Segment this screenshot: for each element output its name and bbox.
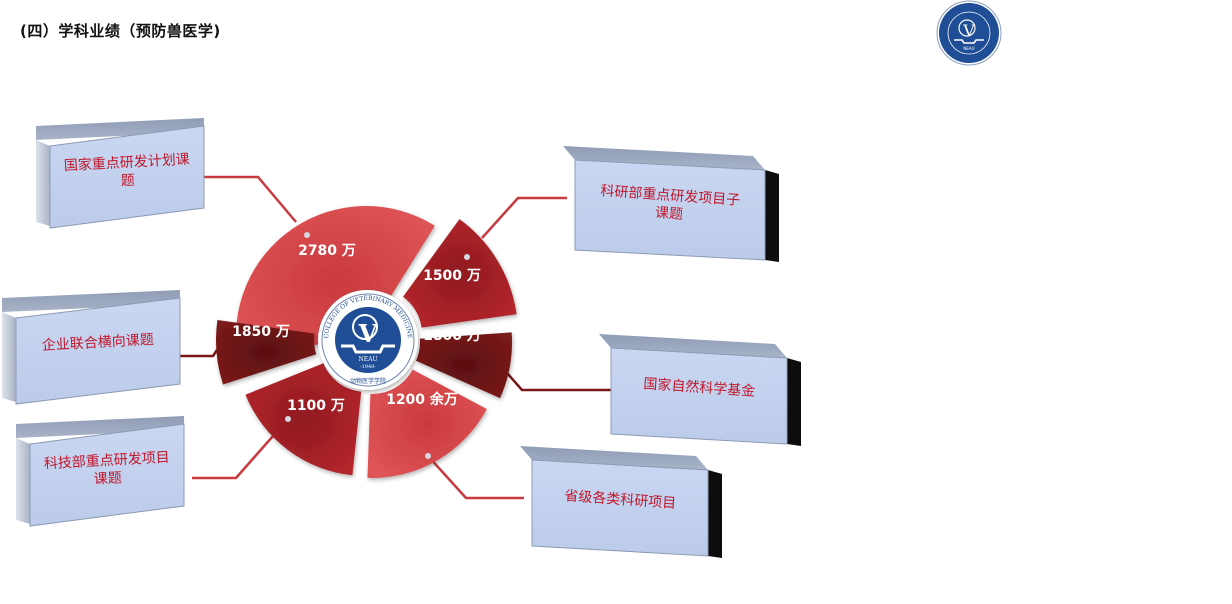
category-label: 科技部重点研发项目: [43, 450, 170, 473]
segment-value-label: 1200 余万: [386, 391, 458, 408]
box-side-face: [16, 438, 30, 524]
box-side-face: [708, 470, 722, 558]
connector-line: [427, 455, 524, 500]
category-label: 省级各类科研项目: [564, 488, 677, 512]
box-top-face: [599, 334, 787, 358]
connector-line: [481, 196, 567, 239]
box-side-face: [787, 358, 801, 446]
logo-c-ring: [352, 314, 378, 340]
box-top-face: [2, 290, 180, 312]
box-front-face: [15, 297, 181, 405]
center-logo: V NEAU -1948- COLLEGE OF VETERINARY MEDI…: [318, 290, 418, 390]
category-label: 企业联合横向课题: [41, 331, 154, 354]
connector-line: [204, 175, 297, 223]
box-top-face: [563, 146, 765, 170]
logo-year-text: -1948-: [360, 364, 376, 370]
segment-value-label: 1100 万: [287, 398, 345, 414]
category-box: 省级各类科研项目: [520, 446, 722, 558]
segment-dot: [425, 453, 431, 459]
category-label: 题: [120, 173, 135, 190]
box-front-face: [29, 423, 185, 527]
box-side-face: [765, 170, 779, 262]
page-title: (四）学科业绩（预防兽医学): [20, 22, 221, 40]
connector-line: [192, 418, 289, 480]
category-box: 企业联合横向课题: [2, 290, 181, 405]
box-side-face: [2, 312, 16, 402]
pie-segment: [416, 332, 512, 399]
category-label: 课题: [654, 205, 683, 223]
box-top-face: [520, 446, 708, 470]
segment-value-label: 1800 万: [423, 328, 481, 344]
category-label: 国家重点研发计划课: [63, 151, 190, 175]
segment-value-label: 2780 万: [298, 243, 356, 259]
logo-book-shape: [341, 344, 395, 354]
box-front-face: [49, 125, 205, 229]
logo-abbr: NEAU: [963, 46, 974, 51]
logo-emblem-bg: [335, 307, 401, 373]
pie-segment: [216, 319, 317, 385]
segment-dot: [464, 254, 470, 260]
svg-text:V: V: [962, 21, 975, 40]
logo-v-glyph: V: [358, 319, 378, 348]
box-top-face: [16, 416, 184, 438]
box-front-face: [610, 347, 788, 445]
pie-segment: [367, 369, 487, 479]
box-side-face: [36, 140, 50, 226]
segment-value-label: 1500 万: [423, 268, 481, 284]
segment-dot: [304, 232, 310, 238]
pie-segment: [236, 205, 435, 359]
category-label: 课题: [93, 470, 122, 487]
logo-abbr-text: NEAU: [358, 356, 377, 363]
connector-line: [499, 364, 611, 392]
box-front-face: [531, 459, 709, 557]
logo-bottom-text: 动物医学学院: [350, 377, 386, 385]
college-logo: V NEAU: [936, 0, 1002, 66]
category-box: 国家自然科学基金: [599, 334, 801, 446]
pie-segment: [245, 363, 362, 476]
segment-value-label: 1850 万: [232, 324, 290, 340]
pie-segment: [403, 219, 517, 328]
segment-dot: [285, 416, 291, 422]
box-top-face: [36, 118, 204, 140]
box-front-face: [574, 159, 766, 261]
